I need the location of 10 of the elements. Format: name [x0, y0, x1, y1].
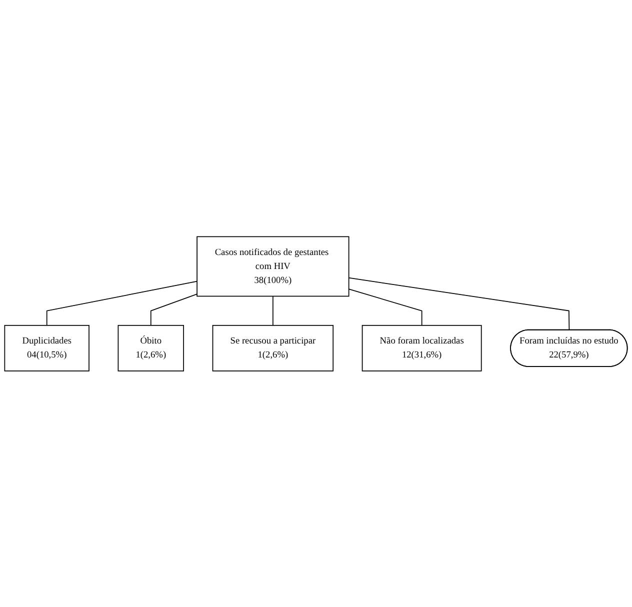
connector: [348, 288, 422, 326]
node-box: Óbito 1(2,6%): [118, 324, 184, 372]
connector: [348, 277, 570, 330]
node-box: Casos notificados de gestantes com HIV 38(100%): [196, 236, 350, 296]
connector: [150, 293, 198, 326]
node-box: Duplicidades 04(10,5%): [4, 324, 90, 372]
node-box: Não foram localizadas 12(31,6%): [362, 324, 482, 372]
connector: [46, 280, 198, 326]
node-box: Se recusou a participar 1(2,6%): [212, 324, 334, 372]
connector: [272, 295, 274, 326]
